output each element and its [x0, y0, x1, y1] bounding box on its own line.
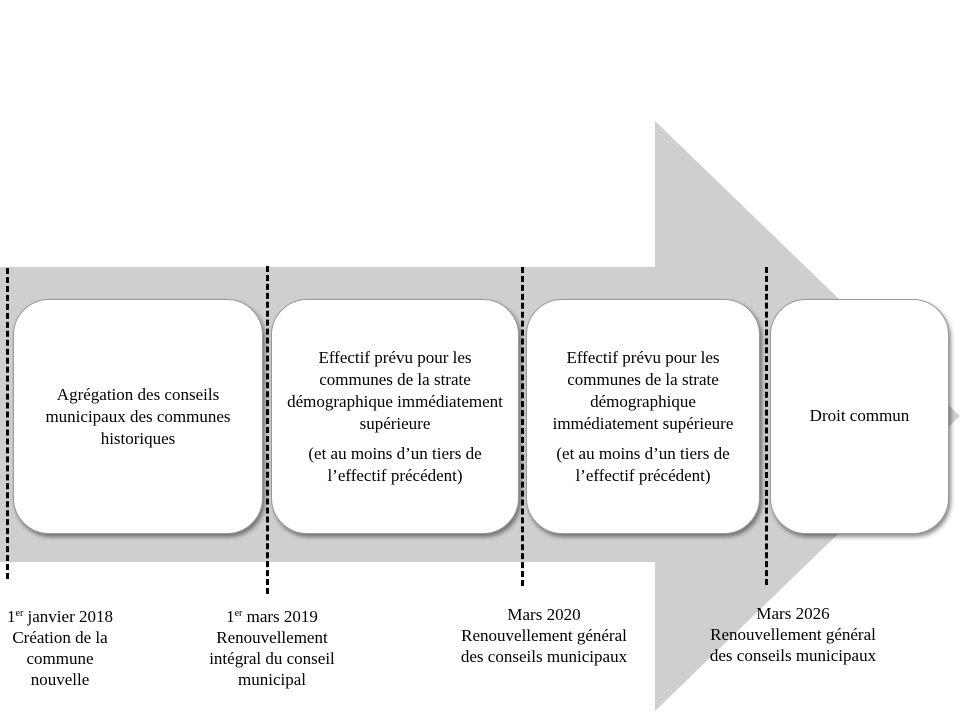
milestone-2026-line: des conseils municipaux — [709, 646, 877, 665]
milestone-divider-2019 — [266, 266, 269, 594]
phase-2-note: (et au moins d’un tiers de l’effectif pr… — [308, 443, 482, 485]
phase-3-note: (et au moins d’un tiers de l’effectif pr… — [556, 443, 730, 485]
milestone-divider-2026 — [765, 267, 768, 585]
milestone-2019-line: intégral du conseil — [209, 649, 335, 668]
milestone-label-2019: 1er mars 2019 Renouvellement intégral du… — [182, 606, 362, 690]
milestone-2018-line: commune — [26, 649, 94, 668]
milestone-2026-date: Mars 2026 — [756, 604, 830, 623]
milestone-label-2020: Mars 2020 Renouvellement général des con… — [429, 604, 659, 667]
milestone-2020-line: des conseils municipaux — [460, 647, 628, 666]
milestone-2020-line: Renouvellement général — [461, 626, 627, 645]
phase-box-4: Droit commun — [770, 299, 949, 534]
milestone-2019-line: municipal — [238, 670, 306, 689]
phase-box-3: Effectif prévu pour les communes de la s… — [526, 299, 760, 534]
milestone-divider-2020 — [521, 267, 524, 586]
phase-box-2: Effectif prévu pour les communes de la s… — [271, 299, 519, 534]
milestone-label-2026: Mars 2026 Renouvellement général des con… — [678, 603, 908, 666]
milestone-2026-line: Renouvellement général — [710, 625, 876, 644]
milestone-2018-line: Création de la — [12, 628, 108, 647]
phase-1-text: Agrégation des conseils municipaux des c… — [45, 384, 231, 448]
phase-2-text: Effectif prévu pour les communes de la s… — [287, 347, 503, 433]
phase-box-1: Agrégation des conseils municipaux des c… — [13, 299, 263, 534]
milestone-2020-date: Mars 2020 — [507, 605, 581, 624]
milestone-2019-line: Renouvellement — [216, 628, 328, 647]
milestone-divider-2018 — [6, 268, 9, 579]
milestone-2019-date: 1er mars 2019 — [226, 607, 318, 626]
milestone-label-2018: 1er janvier 2018 Création de la commune … — [0, 606, 140, 690]
milestone-2018-date: 1er janvier 2018 — [7, 607, 113, 626]
phase-4-text: Droit commun — [809, 405, 910, 425]
milestone-2018-line: nouvelle — [30, 670, 90, 689]
phase-3-text: Effectif prévu pour les communes de la s… — [552, 347, 734, 433]
